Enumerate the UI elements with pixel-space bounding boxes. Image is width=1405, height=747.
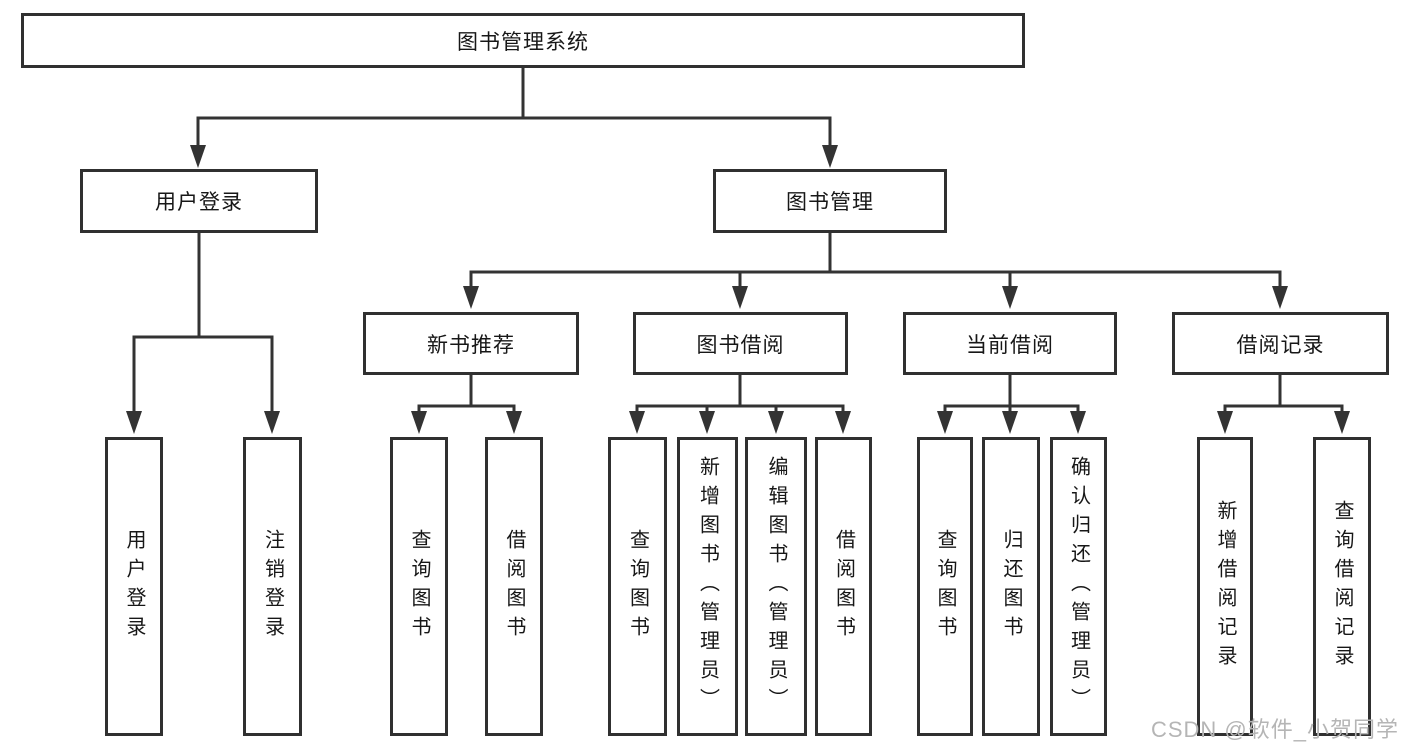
node-query-books-borrow: 查询图书 [608,437,667,736]
node-query-books-recommend: 查询图书 [390,437,448,736]
node-return-books: 归还图书 [982,437,1040,736]
node-library-management-system: 图书管理系统 [21,13,1025,68]
node-label: 新书推荐 [427,333,515,357]
node-borrow-books: 借阅图书 [815,437,872,736]
node-edit-book-admin: 编辑图书（管理员） [745,437,807,736]
node-label: 查询图书 [408,528,430,645]
csdn-watermark: CSDN @软件_小贺同学 [1150,717,1399,742]
node-label: 图书管理 [786,191,874,214]
node-new-book-recommend: 新书推荐 [363,312,579,375]
node-label: 查询图书 [626,528,649,645]
node-label: 查询借阅记录 [1331,499,1353,674]
node-confirm-return-admin: 确认归还（管理员） [1050,437,1107,736]
node-borrow-books-recommend: 借阅图书 [485,437,543,736]
node-label: 图书管理系统 [457,30,589,54]
node-label: 查询图书 [934,528,956,645]
node-add-book-admin: 新增图书（管理员） [677,437,738,736]
node-label: 注销登录 [261,528,284,645]
node-borrow-records: 借阅记录 [1172,312,1389,375]
node-user-login-leaf: 用户登录 [105,437,163,736]
node-label: 当前借阅 [966,333,1054,357]
node-label: 用户登录 [123,528,145,645]
node-label: 借阅图书 [832,528,855,645]
node-label: 借阅记录 [1236,333,1325,357]
node-user-login: 用户登录 [80,169,318,233]
node-label: 用户登录 [155,191,243,214]
node-query-borrow-record: 查询借阅记录 [1313,437,1371,736]
arrowhead-icons [126,145,1350,434]
node-book-borrow: 图书借阅 [633,312,848,375]
node-logout: 注销登录 [243,437,302,736]
node-label: 借阅图书 [503,528,525,645]
node-label: 新增图书（管理员） [696,456,719,717]
node-current-borrow: 当前借阅 [903,312,1117,375]
node-label: 归还图书 [1000,528,1022,645]
node-label: 图书借阅 [696,333,785,357]
node-book-management: 图书管理 [713,169,947,233]
node-label: 编辑图书（管理员） [765,456,787,717]
node-label: 确认归还（管理员） [1067,456,1090,717]
node-add-borrow-record: 新增借阅记录 [1197,437,1253,736]
node-label: 新增借阅记录 [1214,499,1236,674]
node-query-books-current: 查询图书 [917,437,973,736]
